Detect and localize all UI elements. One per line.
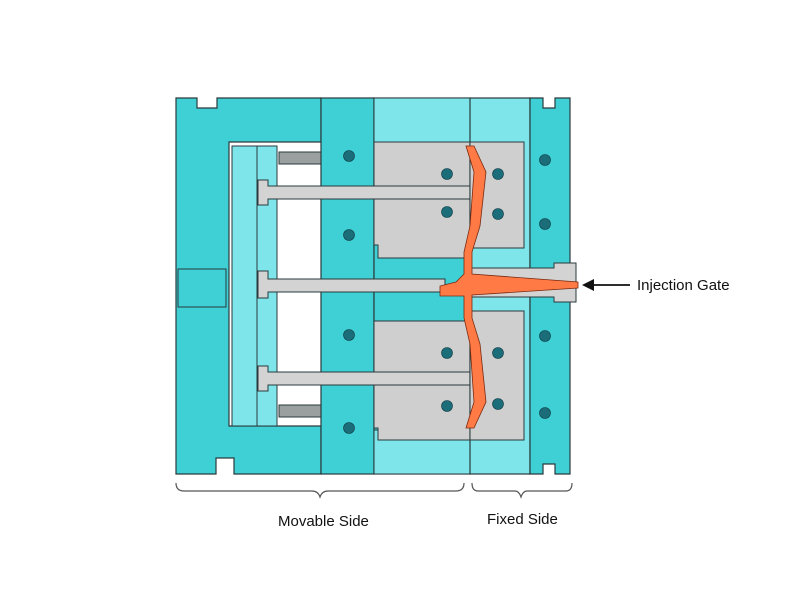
core-insert-top bbox=[373, 141, 471, 259]
cooling-channel bbox=[343, 229, 355, 241]
cooling-channel bbox=[492, 347, 504, 359]
cooling-channel bbox=[441, 347, 453, 359]
cooling-channel bbox=[343, 150, 355, 162]
fixed-side-label: Fixed Side bbox=[487, 511, 558, 528]
fixed-side-brace bbox=[471, 482, 573, 499]
cooling-channel bbox=[441, 168, 453, 180]
cooling-channel bbox=[343, 422, 355, 434]
cooling-channels bbox=[343, 150, 551, 434]
cooling-channel bbox=[539, 218, 551, 230]
stop-block-top bbox=[278, 151, 322, 165]
melt-part-and-runner bbox=[439, 145, 579, 429]
movable-clamp-plate bbox=[175, 97, 322, 475]
cooling-channel bbox=[539, 407, 551, 419]
injection-gate-label: Injection Gate bbox=[637, 277, 730, 294]
core-retainer-top-band bbox=[373, 97, 471, 143]
ejector-plate-outer bbox=[231, 145, 259, 427]
cooling-channel bbox=[539, 330, 551, 342]
cooling-channel bbox=[343, 329, 355, 341]
stop-block-bottom bbox=[278, 404, 322, 418]
cooling-channel bbox=[441, 206, 453, 218]
movable-side-label: Movable Side bbox=[278, 513, 369, 530]
injection-gate-arrowhead bbox=[582, 279, 594, 291]
cooling-channel bbox=[492, 208, 504, 220]
clamp-plate-inset bbox=[177, 268, 227, 308]
cooling-channel bbox=[492, 398, 504, 410]
cooling-channel bbox=[441, 400, 453, 412]
cooling-channel bbox=[492, 168, 504, 180]
cooling-channel bbox=[539, 154, 551, 166]
movable-side-brace bbox=[175, 482, 465, 499]
